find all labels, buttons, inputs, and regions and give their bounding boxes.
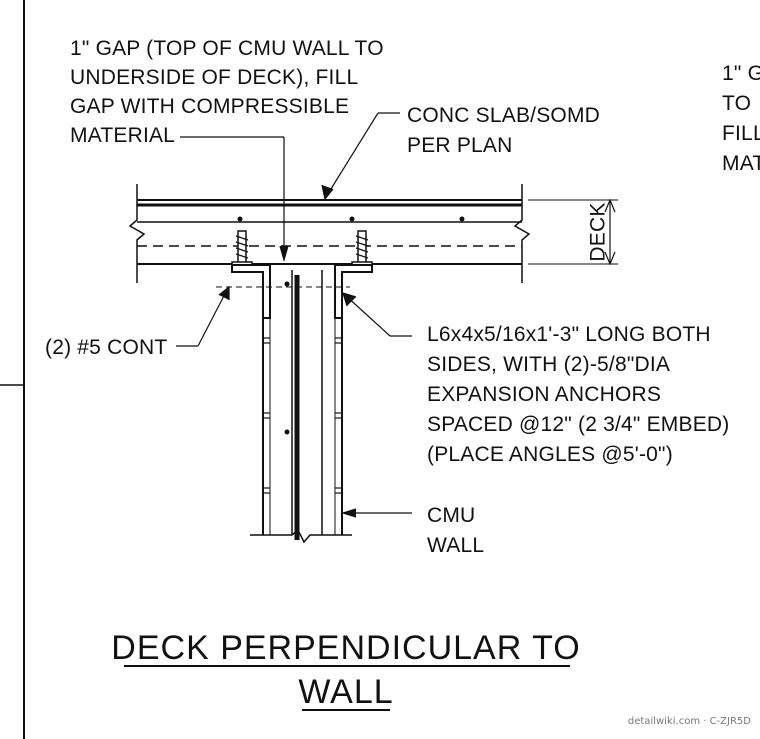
note-right-line-3: FILL: [722, 122, 760, 145]
note-angle: L6x4x5/16x1'-3" LONG BOTH SIDES, WITH (2…: [427, 323, 729, 466]
note-right-line-1: 1" G: [722, 62, 760, 85]
note-gap-line-3: GAP WITH COMPRESSIBLE: [70, 95, 349, 118]
note-slab: CONC SLAB/SOMD PER PLAN: [407, 104, 600, 157]
note-gap-line-2: UNDERSIDE OF DECK), FILL: [70, 66, 358, 89]
steel-angle-left: [231, 264, 271, 319]
leader-lines: [176, 112, 412, 518]
note-slab-line-1: CONC SLAB/SOMD: [407, 104, 600, 127]
note-slab-line-2: PER PLAN: [407, 134, 512, 157]
cmu-wall: [216, 270, 352, 544]
steel-angle-right: [334, 264, 373, 319]
title-line-1: DECK PERPENDICULAR TO: [111, 629, 580, 667]
note-cmu: CMU WALL: [427, 504, 484, 557]
note-right-cut: 1" G TO FILL MAT: [722, 62, 760, 175]
note-angle-line-2: SIDES, WITH (2)-5/8"DIA: [427, 353, 670, 376]
note-angle-line-1: L6x4x5/16x1'-3" LONG BOTH: [427, 323, 711, 346]
note-angle-line-5: (PLACE ANGLES @5'-0"): [427, 443, 673, 466]
deck-slab: [128, 184, 531, 283]
title-line-2: WALL: [298, 673, 393, 711]
note-gap: 1" GAP (TOP OF CMU WALL TO UNDERSIDE OF …: [70, 37, 384, 147]
watermark: detailwiki.com · C-ZJR5D: [628, 716, 751, 727]
note-cmu-line-1: CMU: [427, 504, 475, 527]
note-right-line-2: TO: [722, 92, 751, 115]
expansion-anchor-right: [351, 230, 373, 268]
note-angle-line-3: EXPANSION ANCHORS: [427, 383, 661, 406]
detail-title: DECK PERPENDICULAR TO WALL: [111, 629, 580, 711]
expansion-anchor-left: [231, 230, 253, 268]
note-right-line-4: MAT: [722, 152, 760, 175]
note-gap-line-1: 1" GAP (TOP OF CMU WALL TO: [70, 37, 384, 60]
note-cmu-line-2: WALL: [427, 534, 484, 557]
deck-dimension: [528, 198, 618, 266]
note-rebar: (2) #5 CONT: [45, 336, 167, 359]
deck-dimension-label: DECK: [587, 202, 610, 261]
note-gap-line-4: MATERIAL: [70, 124, 175, 147]
note-angle-line-4: SPACED @12" (2 3/4" EMBED): [427, 413, 729, 436]
